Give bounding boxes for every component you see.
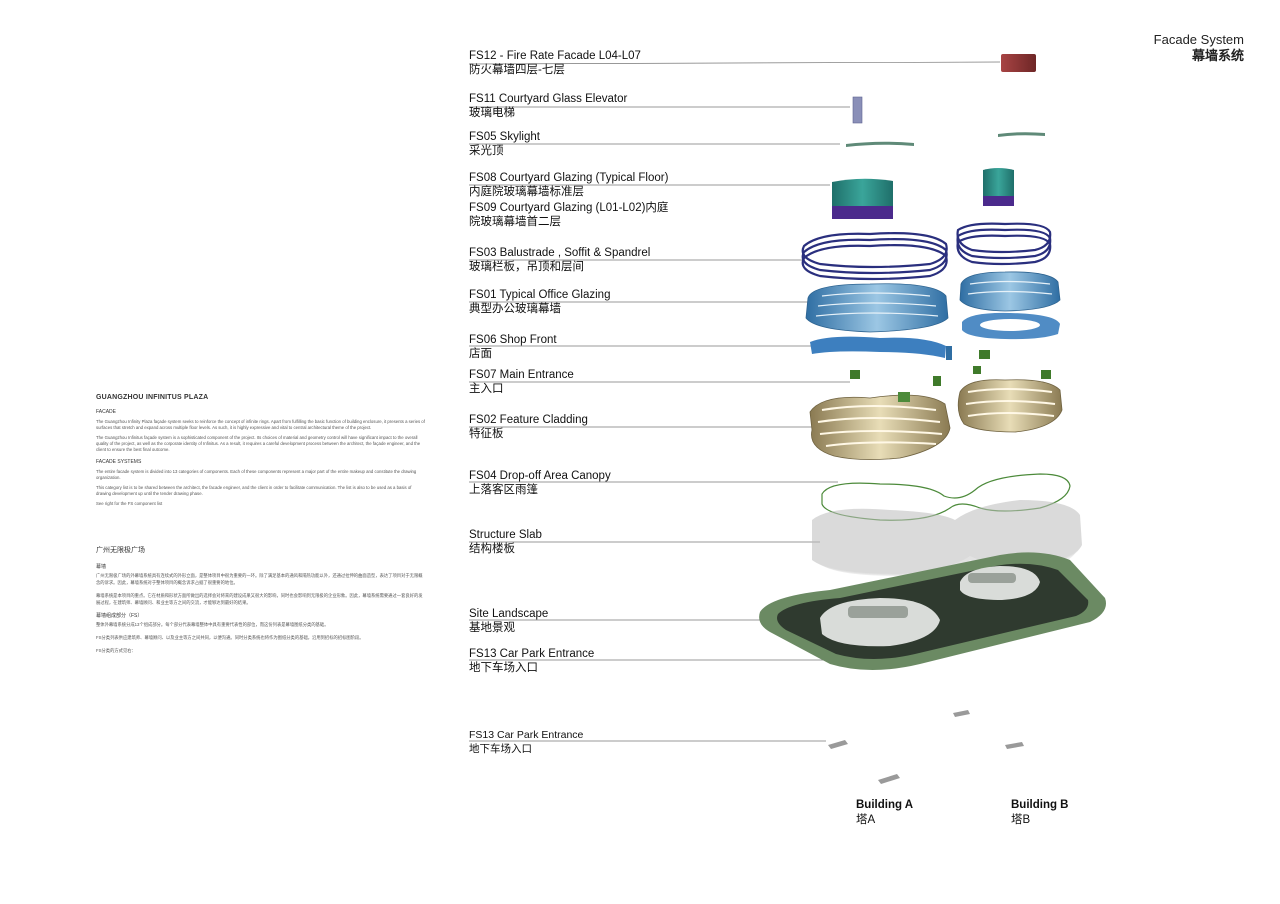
label-fs13-a: FS13 Car Park Entrance 地下车场入口 <box>469 648 595 674</box>
label-fs02: FS02 Feature Cladding 特征板 <box>469 414 588 440</box>
title-block: Facade System 幕墙系统 <box>1154 32 1244 64</box>
label-structure-slab: Structure Slab 结构楼板 <box>469 529 542 555</box>
intro-paragraph-2: The Guangzhou Infinitus façade system is… <box>96 435 421 452</box>
leader-lines <box>468 61 1001 742</box>
fs03-balustrade-model <box>801 222 1052 281</box>
project-title-cn: 广州无限极广场 <box>96 547 145 554</box>
title-en: Facade System <box>1153 32 1244 47</box>
intro-paragraph-4: This category list is to be shared betwe… <box>96 485 412 496</box>
label-fs08: FS08 Courtyard Glazing (Typical Floor) 内… <box>469 172 669 198</box>
label-fs06: FS06 Shop Front 店面 <box>469 334 557 360</box>
title-cn: 幕墙系统 <box>1191 48 1244 63</box>
facade-heading-cn: 幕墙 <box>96 564 107 570</box>
label-building-b: Building B 塔B <box>1011 799 1069 826</box>
fs05-skylight-model <box>846 132 1045 147</box>
intro-cn-paragraph-1: 广州无限极广场的外幕墙系统具有连续式的外形立面，是整体项目中很为重要的一环。除了… <box>96 573 423 585</box>
facade-heading: FACADE <box>96 409 117 415</box>
label-fs01: FS01 Typical Office Glazing 典型办公玻璃幕墙 <box>469 289 611 315</box>
intro-text: GUANGZHOU INFINITUS PLAZA FACADE The Gua… <box>96 394 426 660</box>
label-fs11: FS11 Courtyard Glass Elevator 玻璃电梯 <box>469 93 628 119</box>
intro-cn-paragraph-5: FS分类的方式见右： <box>96 648 136 653</box>
project-title: GUANGZHOU INFINITUS PLAZA <box>96 394 209 401</box>
intro-paragraph-3: The entire facade system is divided into… <box>96 469 417 480</box>
label-building-a: Building A 塔A <box>856 799 914 826</box>
fs01-office-glazing-model <box>805 271 1061 340</box>
label-fs05: FS05 Skylight 采光顶 <box>469 131 540 157</box>
fs13-car-park-entrance-model <box>828 710 1024 784</box>
fs08-courtyard-glazing-model <box>832 168 1014 219</box>
label-fs09: FS09 Courtyard Glazing (L01-L02)内庭 院玻璃幕墙… <box>469 202 669 228</box>
fs11-elevator-model <box>852 96 863 124</box>
intro-cn-paragraph-3: 整体外幕墙系统分成13个组成部分。每个部分代表幕墙整体中具有重要代表性的部位，而… <box>96 622 329 627</box>
fs07-main-entrance-model <box>850 350 1051 386</box>
label-fs04: FS04 Drop-off Area Canopy 上落客区雨篷 <box>469 470 611 496</box>
intro-paragraph-1: The Guangzhou Infinity Plaza façade syst… <box>96 419 425 430</box>
label-fs03: FS03 Balustrade , Soffit & Spandrel 玻璃栏板… <box>469 247 651 273</box>
fs02-feature-cladding-model <box>809 379 1063 460</box>
systems-heading: FACADE SYSTEMS <box>96 459 142 465</box>
leader-fs12 <box>468 61 1001 65</box>
label-fs07: FS07 Main Entrance 主入口 <box>469 369 574 395</box>
label-site-landscape: Site Landscape 基地景观 <box>469 608 549 634</box>
systems-heading-cn: 幕墙组成部分（FS） <box>96 613 143 619</box>
intro-cn-paragraph-2: 幕墙系统是本项目的重点。它在材质和形状方面所做出的选择会对将来的建设成果又很大的… <box>96 593 423 605</box>
fs06-shop-front-model <box>810 336 952 360</box>
intro-cn-paragraph-4: FS分类列表供应建筑师、幕墙顾问、以及业主等方之间共同，以便沟通。同时分类系统也… <box>96 635 364 640</box>
site-landscape-model <box>759 552 1106 670</box>
fs12-fire-facade-model <box>1001 54 1036 72</box>
intro-paragraph-5: See right for the FS component list <box>96 501 163 506</box>
label-fs12: FS12 - Fire Rate Facade L04-L07 防火幕墙四层-七… <box>469 50 641 76</box>
label-fs13-b: FS13 Car Park Entrance 地下车场入口 <box>469 729 584 755</box>
